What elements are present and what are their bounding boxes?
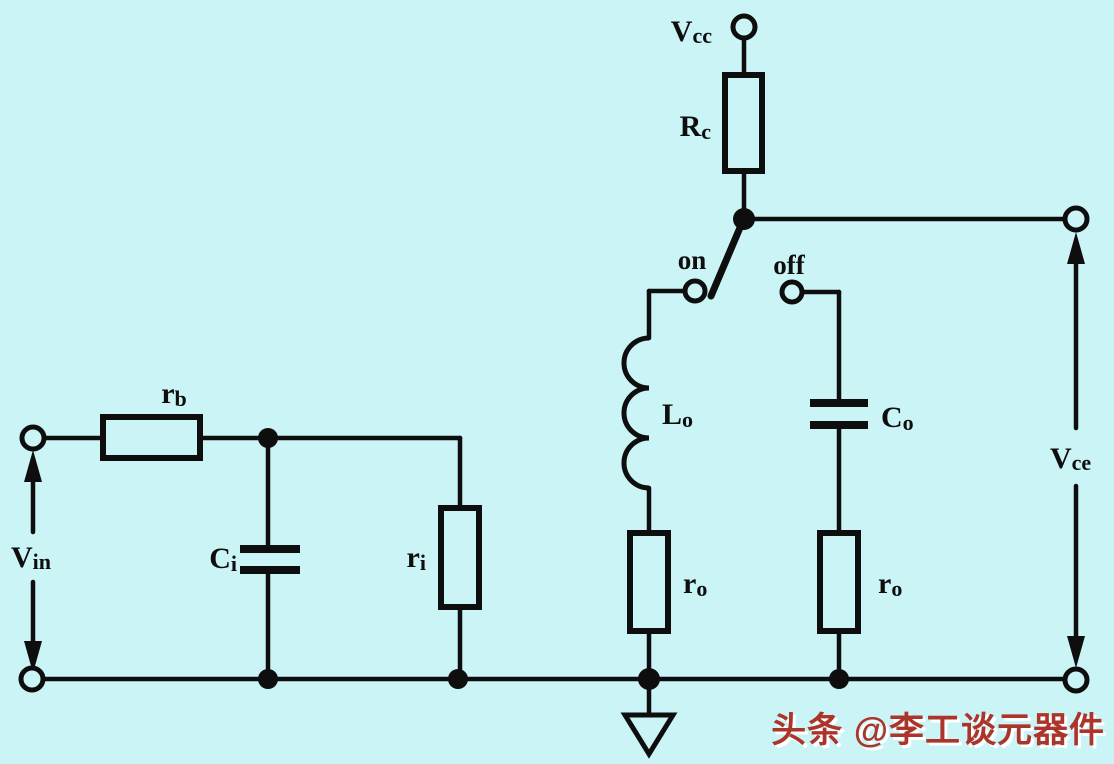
rb-label: rb — [161, 377, 187, 411]
watermark-text: 头条 @李工谈元器件 — [771, 711, 1105, 750]
junction-rb-ci — [258, 428, 278, 448]
ground-symbol — [620, 712, 678, 759]
vce-arrow — [1067, 232, 1085, 668]
vcc-terminal — [730, 13, 758, 41]
junction-ri-rail — [448, 669, 468, 689]
junction-ci-rail — [258, 669, 278, 689]
capacitor-co — [810, 399, 868, 429]
switch-on-label: on — [678, 245, 707, 275]
vin-arrow — [24, 450, 42, 673]
junction-collector — [733, 208, 755, 230]
resistor-rc — [722, 72, 765, 174]
switch-off-contact — [779, 279, 805, 305]
capacitor-ci — [240, 545, 300, 574]
output-terminal-top — [1062, 205, 1090, 233]
vcc-label: Vcc — [671, 15, 712, 48]
vce-label: Vce — [1050, 442, 1091, 475]
ro-right-label: ro — [878, 567, 902, 601]
vin-arrowhead-up — [24, 450, 42, 482]
output-terminal-bottom — [1062, 666, 1090, 694]
input-terminal-bottom — [18, 665, 46, 693]
resistor-ri — [438, 505, 482, 610]
co-label: Co — [881, 401, 914, 435]
ri-label: ri — [407, 541, 426, 575]
junction-ro-rail — [829, 669, 849, 689]
ci-label: Ci — [209, 542, 237, 576]
resistor-rb — [100, 414, 203, 461]
vce-arrowhead-up — [1067, 232, 1085, 264]
input-terminal-top — [19, 424, 47, 452]
vin-label: Vin — [11, 541, 51, 574]
vce-arrowhead-down — [1067, 636, 1085, 668]
rc-label: Rc — [680, 110, 712, 144]
lo-label: Lo — [662, 398, 693, 432]
vin-arrowhead-down — [24, 641, 42, 673]
ro-left-label: ro — [683, 567, 707, 601]
switch-off-label: off — [773, 250, 805, 280]
switch-arm — [707, 219, 746, 300]
switch-on-contact — [682, 278, 708, 304]
resistor-ro-right — [817, 530, 861, 634]
inductor-lo — [621, 335, 650, 491]
resistor-ro-left — [627, 530, 671, 634]
junction-ground-rail — [638, 668, 660, 690]
